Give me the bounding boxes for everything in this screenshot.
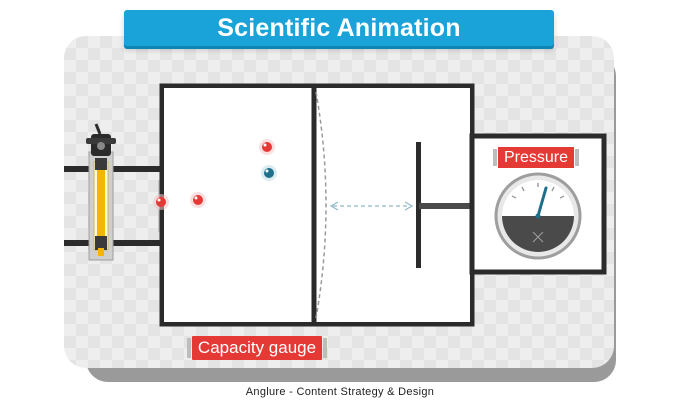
pressure-label: Pressure [493, 147, 579, 168]
membrane-curve [315, 91, 327, 319]
chamber-left-fill [164, 88, 314, 322]
particle-red [190, 192, 206, 208]
capacity-gauge-label: Capacity gauge [187, 336, 327, 360]
title-banner: Scientific Animation [124, 10, 554, 46]
displacement-arrow [329, 201, 414, 211]
page-title: Scientific Animation [217, 13, 461, 42]
particle-blue [261, 165, 277, 181]
particle-red [259, 139, 275, 155]
valve-icon [86, 123, 116, 261]
particle-red [153, 194, 169, 210]
pressure-gauge-icon [494, 172, 582, 260]
inlet-pipe [64, 166, 164, 246]
piston [416, 142, 471, 268]
capacity-gauge-label-text: Capacity gauge [197, 338, 317, 357]
pressure-label-text: Pressure [503, 148, 569, 166]
footer-credit: Anglure - Content Strategy & Design [245, 386, 435, 398]
